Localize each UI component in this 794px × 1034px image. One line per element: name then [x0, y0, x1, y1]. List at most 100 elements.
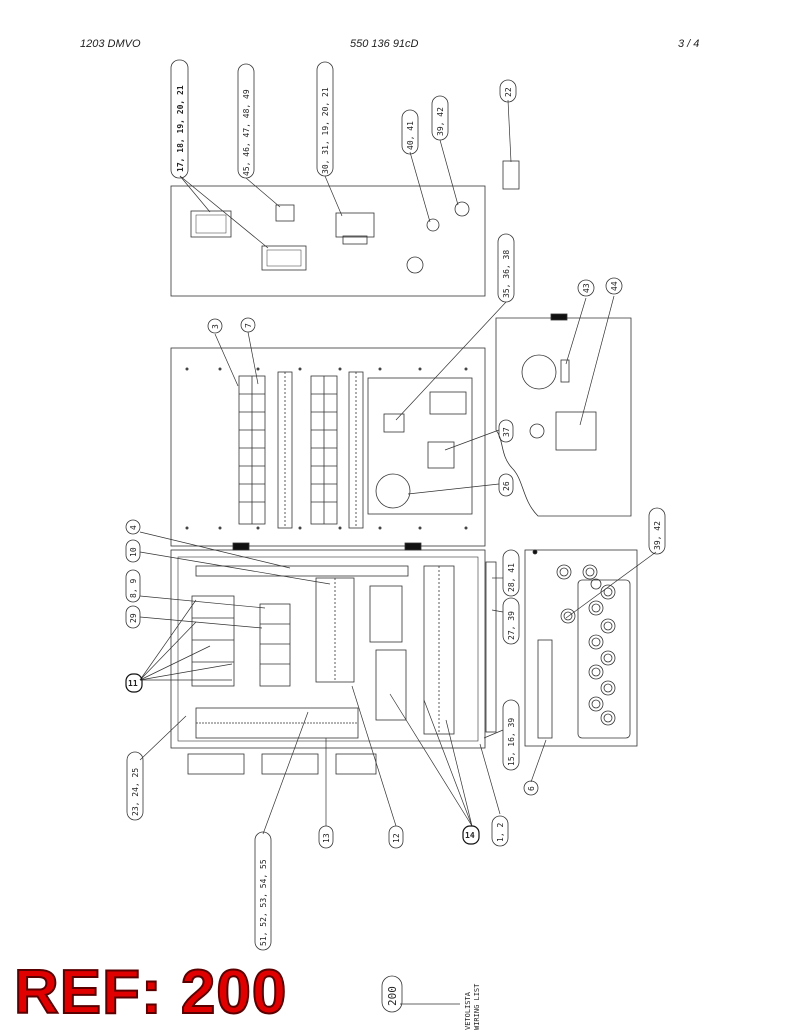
callout-1-label: 1, 2 [496, 823, 505, 842]
callout-14-label: 14 [465, 831, 475, 840]
gland-plate-insert [577, 579, 631, 739]
top-cover-panel [170, 185, 486, 297]
callout-27-label: 27, 39 [507, 611, 516, 640]
callout-26: 26 [498, 473, 514, 497]
leader-lines [139, 99, 657, 1005]
header-part-number: 550 136 91cD [350, 38, 419, 50]
enclosure-contactors [369, 585, 403, 643]
callout-44-label: 44 [610, 281, 619, 291]
gland-connectors [556, 564, 616, 726]
callout-3: 3 [207, 318, 223, 334]
callout-22-label: 22 [504, 87, 513, 97]
callout-51-label: 51, 52, 53, 54, 55 [259, 859, 268, 946]
callout-200-label: 200 [386, 986, 399, 1006]
door-component-35 [383, 413, 405, 433]
callout-8-label: 8, 9 [129, 579, 138, 598]
callout-35-label: 35, 36, 38 [502, 250, 511, 298]
callout-35: 35, 36, 38 [497, 233, 515, 303]
callout-23: 23, 24, 25 [126, 751, 144, 821]
enclosure-breakers [191, 595, 291, 687]
callout-39-top: 39, 42 [431, 95, 449, 141]
callout-40-label: 40, 41 [406, 121, 415, 150]
callout-17-label: 17, 18, 19, 20, 21 [176, 85, 185, 172]
connector-heavy-duty-1 [190, 210, 232, 238]
right-door-panel [495, 317, 632, 517]
callout-6: 6 [523, 780, 539, 796]
callout-29-label: 29 [129, 613, 138, 623]
enclosure-right-terminal-strip [423, 565, 455, 735]
gland-39 [454, 201, 470, 217]
callout-7: 7 [240, 317, 256, 333]
header-page-number: 3 / 4 [678, 38, 700, 50]
callout-51: 51, 52, 53, 54, 55 [254, 831, 272, 951]
callout-43-label: 43 [582, 283, 591, 293]
wiring-list-fi: VETOLISTA [464, 991, 472, 1030]
callout-11: 11 [125, 673, 143, 693]
right-door-round-opening [521, 354, 557, 390]
door-din-rail-parts [429, 391, 467, 415]
callout-43: 43 [577, 279, 595, 297]
door-relay-block-2 [310, 375, 338, 525]
callout-44: 44 [605, 277, 623, 295]
callout-39-right-label: 39, 42 [653, 521, 662, 550]
right-door-hinge [550, 313, 568, 321]
callout-14: 14 [462, 825, 480, 845]
callout-10-label: 10 [129, 547, 138, 557]
callout-12-label: 12 [392, 833, 401, 843]
callout-13-label: 13 [322, 833, 331, 843]
enclosure-bottom-terminals [195, 707, 359, 739]
callout-11-label: 11 [128, 679, 138, 688]
callout-29: 29 [125, 605, 141, 629]
callout-3-label: 3 [211, 324, 220, 329]
enclosure-foot-2 [261, 753, 319, 775]
callout-8: 8, 9 [125, 569, 141, 603]
enclosure-plc-module [315, 577, 355, 683]
callout-10: 10 [125, 539, 141, 563]
right-door-part-44 [555, 411, 597, 451]
ref-stamp: REF: 200 [13, 958, 288, 1027]
header-doc-id: 1203 DMVO [80, 38, 141, 50]
door-relay-block-1 [238, 375, 266, 525]
door-indicator-26 [375, 473, 411, 509]
callout-28-label: 28, 41 [507, 563, 516, 592]
enclosure-foot-1 [187, 753, 245, 775]
enclosure-hinge-1 [232, 542, 250, 551]
callout-200: 200 [381, 975, 403, 1013]
callout-30-label: 30, 31, 19, 20, 21 [321, 87, 330, 174]
door-panel [170, 347, 486, 547]
callout-28: 28, 41 [502, 549, 520, 597]
gland-terminal-column [537, 639, 553, 739]
callout-15-label: 15, 16, 39 [507, 718, 516, 766]
callout-12: 12 [388, 825, 404, 849]
callout-37: 37 [498, 419, 514, 443]
enclosure-terminal-group [375, 649, 407, 721]
wiring-list-en: WIRING LIST [473, 983, 481, 1030]
connector-medium [335, 212, 375, 238]
door-sub-plate [367, 377, 473, 515]
gland-small [406, 256, 424, 274]
callout-1: 1, 2 [491, 815, 509, 847]
callout-22: 22 [499, 79, 517, 103]
callout-23-label: 23, 24, 25 [131, 768, 140, 816]
enclosure-foot-3 [335, 753, 377, 775]
callout-7-label: 7 [244, 323, 253, 328]
enclosure-hinge-2 [404, 542, 422, 551]
callout-27: 27, 39 [502, 597, 520, 645]
callout-15: 15, 16, 39 [502, 699, 520, 771]
door-terminal-strip-1 [277, 371, 293, 529]
callout-37-label: 37 [502, 427, 511, 437]
callout-13: 13 [318, 825, 334, 849]
door-terminal-strip-2 [348, 371, 364, 529]
callout-45: 45, 46, 47, 48, 49 [237, 63, 255, 179]
item-22-box [502, 160, 520, 190]
callout-6-label: 6 [527, 786, 536, 791]
callout-4: 4 [125, 519, 141, 535]
callout-40: 40, 41 [401, 109, 419, 155]
gland-plate [524, 549, 638, 747]
connector-small [275, 204, 295, 222]
callout-4-label: 4 [129, 525, 138, 530]
gland-40 [426, 218, 440, 232]
right-door-part-43 [560, 359, 570, 383]
main-enclosure [170, 549, 486, 749]
